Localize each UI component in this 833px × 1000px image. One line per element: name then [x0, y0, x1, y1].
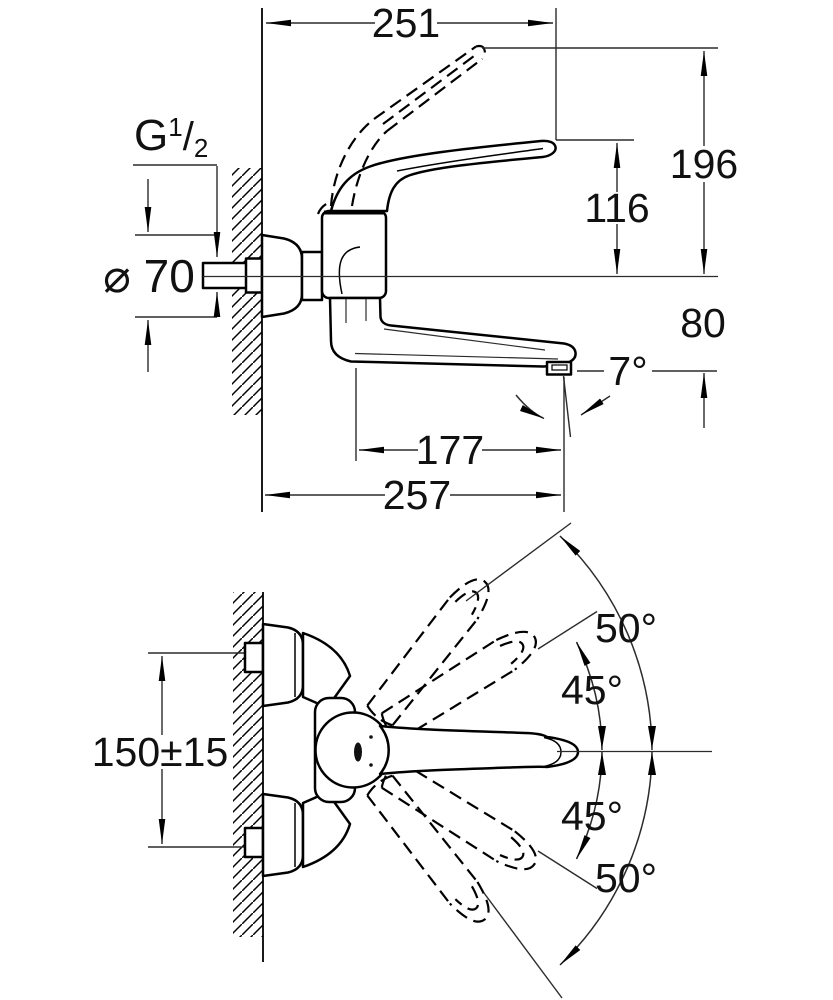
plan-view: 50° 45° 45° 50° 150±15 [92, 522, 712, 999]
dim-257-label: 257 [383, 472, 451, 518]
thread-g: G [134, 111, 168, 160]
angle-lower-45-label: 45° [561, 793, 623, 839]
dim-196-label: 196 [670, 141, 738, 187]
arc-arrow-50-up [648, 726, 656, 749]
angle-7-label: 7° [608, 348, 647, 394]
lever-inner-line [396, 147, 544, 172]
dim-80-label: 80 [680, 300, 726, 346]
stream-direction-line [562, 375, 572, 438]
spout-inner-line-2 [383, 328, 546, 351]
flange-diameter-label: ⌀ 70 [103, 250, 195, 302]
lever-dashed-raised [316, 44, 487, 215]
dim-177-label: 177 [416, 427, 484, 473]
cartridge-dome-line [338, 246, 361, 295]
arc-arrow-45-down [598, 752, 606, 775]
arc-arrow-50-down [648, 752, 656, 775]
plan-escutcheon-bottom [261, 792, 305, 878]
dome-dot-bottom [369, 763, 373, 767]
plan-connector-top [301, 631, 352, 710]
thread-slash: / [183, 115, 195, 159]
ray-lower-45 [537, 850, 598, 890]
union-nut [244, 257, 264, 294]
thread-label: G1/2 [134, 111, 208, 163]
thread-sup: 1 [168, 112, 182, 142]
lever-dashed-lower-50 [366, 774, 490, 923]
dome-marking [354, 742, 362, 762]
ray-upper-45 [537, 610, 598, 650]
stream-angle-arc [515, 394, 545, 420]
spout-inner-line-1 [354, 352, 559, 360]
angle-upper-45-label: 45° [561, 667, 623, 713]
mixer-body [320, 209, 388, 300]
angle-upper-50-label: 50° [595, 605, 657, 651]
plan-lever-solid [378, 724, 580, 776]
angle-lower-50-label: 50° [595, 855, 657, 901]
plan-cartridge-dome [314, 711, 392, 789]
lever-solid [329, 139, 557, 213]
dome-dot-top [369, 735, 373, 739]
plan-union-nut-top [243, 641, 265, 674]
ray-upper-50 [465, 522, 572, 602]
dim-251-label: 251 [372, 0, 440, 46]
arc-lower-50 [559, 750, 653, 966]
dim-116-label: 116 [584, 185, 649, 231]
arc-upper-50 [559, 535, 653, 751]
aerator-outlet [551, 364, 568, 371]
plan-escutcheon-top [261, 622, 305, 708]
dim-150-label: 150±15 [92, 729, 229, 775]
spout [328, 296, 577, 368]
ray-lower-50 [483, 892, 563, 999]
thread-sub: 2 [194, 133, 208, 163]
plan-union-nut-bottom [243, 826, 265, 859]
lever-dashed-upper-50 [366, 578, 490, 727]
plan-connector-bottom [301, 790, 352, 869]
arc-arrow-45-up [598, 726, 606, 749]
side-view: 251 196 116 80 7° G1/2 ⌀ 70 177 257 [103, 0, 738, 518]
